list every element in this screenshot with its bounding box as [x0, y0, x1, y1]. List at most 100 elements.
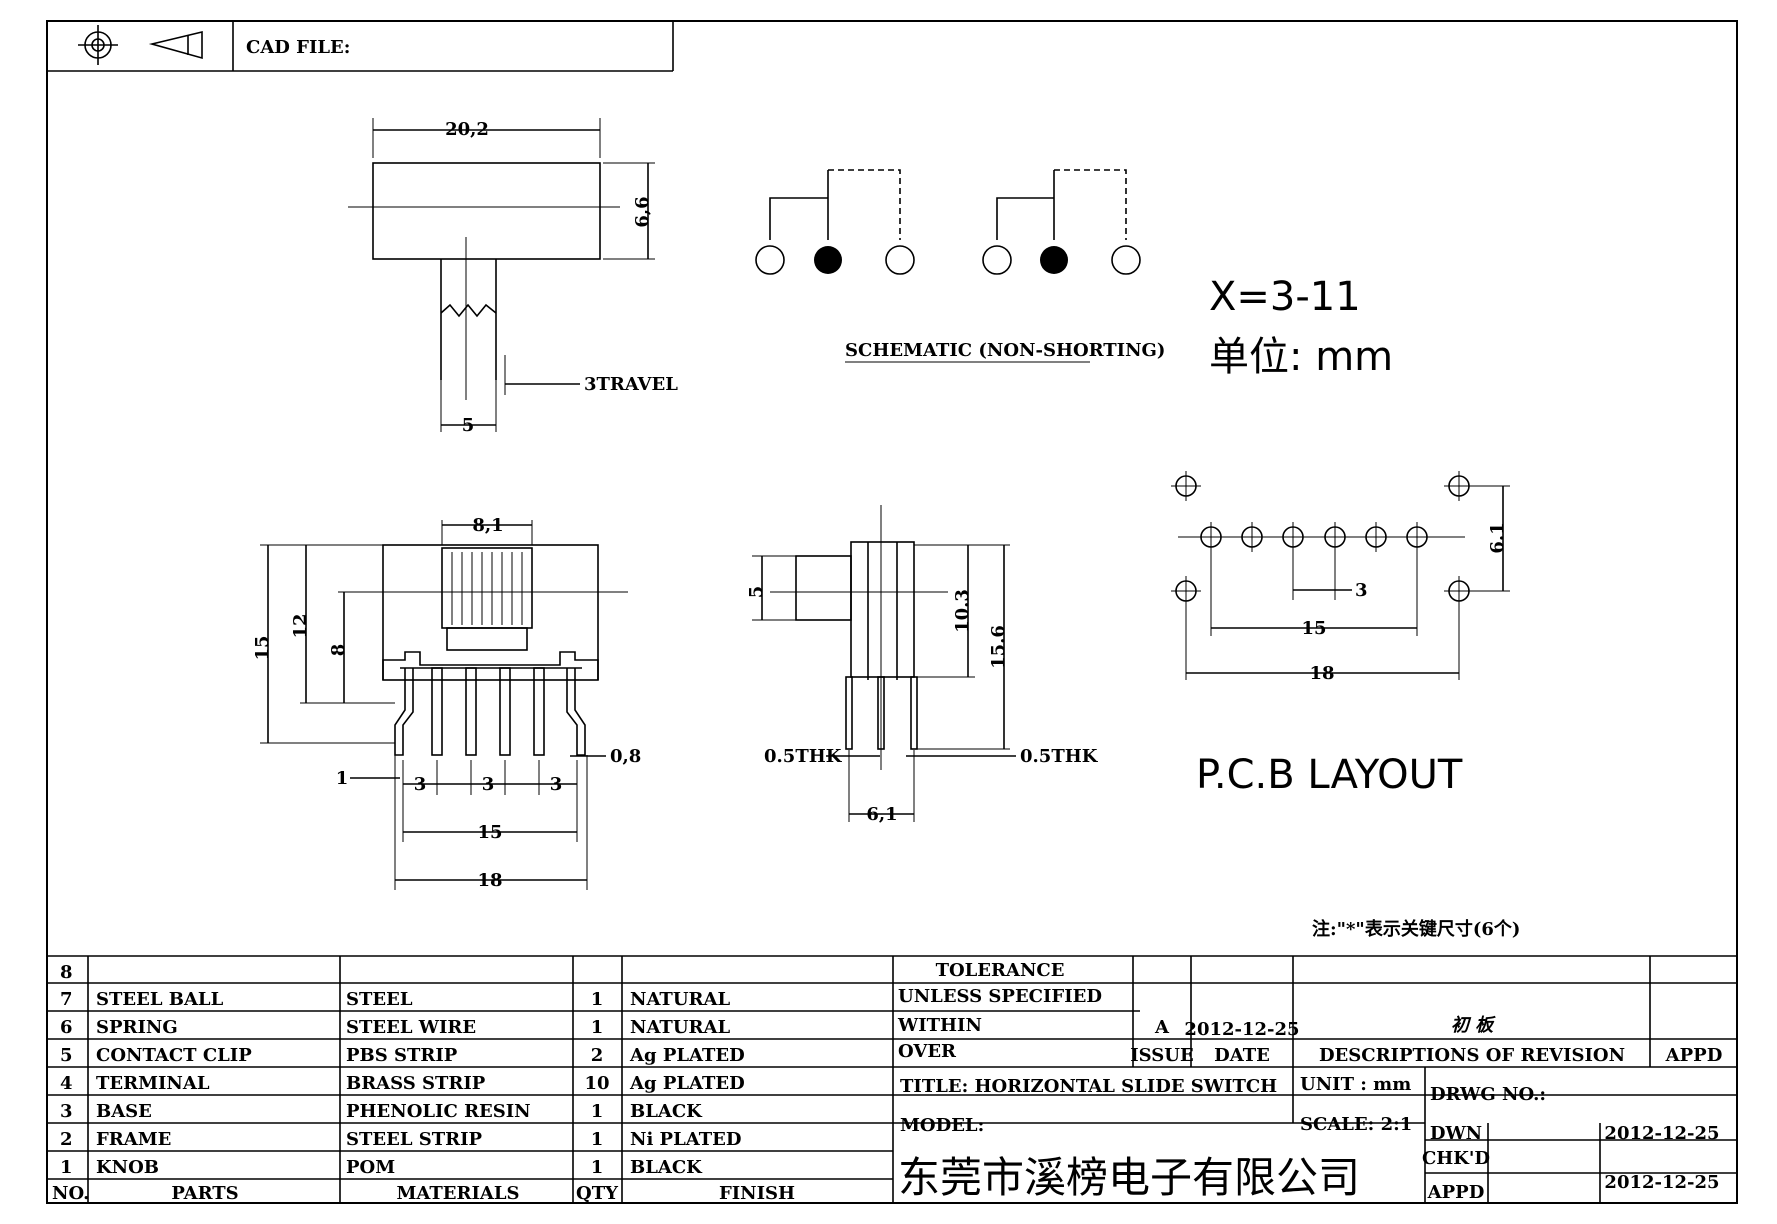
dwn-date: 2012-12-25 — [1604, 1123, 1719, 1144]
dim-top-stem: 5 — [462, 415, 475, 436]
x-range-note: X=3-11 — [1209, 274, 1361, 320]
title-block: TOLERANCE UNLESS SPECIFIED WITHIN OVER A… — [897, 960, 1722, 1203]
bom-part: STEEL BALL — [96, 989, 224, 1010]
bom-no: 2 — [60, 1129, 73, 1150]
bom-qty: 1 — [591, 989, 604, 1010]
unless-specified-label: UNLESS SPECIFIED — [898, 986, 1102, 1007]
bom-material: STEEL STRIP — [346, 1129, 483, 1150]
bom-part: KNOB — [96, 1157, 159, 1178]
within-label: WITHIN — [897, 1015, 982, 1036]
schematic-label: SCHEMATIC (NON-SHORTING) — [845, 340, 1165, 361]
revision-date: 2012-12-25 — [1184, 1019, 1299, 1040]
projection-target-icon — [78, 25, 118, 65]
dim-front-h15: 15 — [252, 635, 273, 660]
key-dimension-note: 注:"*"表示关键尺寸(6个) — [1312, 918, 1520, 940]
bom-no: 4 — [60, 1073, 73, 1094]
bom-row: 2 FRAME STEEL STRIP 1 Ni PLATED — [60, 1129, 741, 1150]
pcb-hole — [1365, 522, 1387, 552]
issue-label: ISSUE — [1130, 1045, 1193, 1066]
revision-description: 初 板 — [1451, 1015, 1496, 1036]
over-label: OVER — [898, 1041, 957, 1062]
bom-no: 6 — [60, 1017, 73, 1038]
dwn-label: DWN — [1430, 1123, 1482, 1144]
dim-knob-width: 8,1 — [472, 515, 503, 536]
thk-left: 0.5THK — [764, 746, 843, 767]
pcb-layout-title: P.C.B LAYOUT — [1196, 752, 1463, 798]
bom-header-parts: PARTS — [171, 1183, 238, 1204]
bom-qty: 1 — [591, 1157, 604, 1178]
bom-part: BASE — [96, 1101, 152, 1122]
drawing-title: TITLE: HORIZONTAL SLIDE SWITCH — [900, 1076, 1277, 1097]
bom-rows: 8 7 STEEL BALL STEEL 1 NATURAL 6 SPRING … — [52, 962, 795, 1204]
dim-side-h156: 15.6 — [988, 625, 1009, 669]
pcb-mount-hole — [1444, 471, 1510, 501]
bom-material: PBS STRIP — [346, 1045, 458, 1066]
bom-finish: NATURAL — [630, 989, 730, 1010]
unit-note: 单位: mm — [1209, 334, 1393, 380]
bom-finish: BLACK — [630, 1101, 703, 1122]
dim-side-h103: 10.3 — [952, 589, 973, 633]
model-label: MODEL: — [900, 1115, 984, 1136]
pcb-mount-hole — [1171, 576, 1201, 680]
dim-pin-width: 0,8 — [610, 746, 641, 767]
dim-side-h5: 5 — [746, 586, 767, 599]
pcb-layout: 6.1 3 15 18 P.C.B LAYOUT — [1171, 471, 1510, 798]
appd-label: APPD — [1665, 1045, 1723, 1066]
bom-finish: Ag PLATED — [629, 1045, 745, 1066]
bom-qty: 10 — [584, 1073, 609, 1094]
bom-row: 3 BASE PHENOLIC RESIN 1 BLACK — [60, 1101, 703, 1122]
bom-no: 3 — [60, 1101, 73, 1122]
bom-grid — [46, 955, 1738, 1204]
dim-pitch-a: 3 — [414, 774, 427, 795]
bom-row: 5 CONTACT CLIP PBS STRIP 2 Ag PLATED — [60, 1045, 745, 1066]
appd-signature-label: APPD — [1427, 1182, 1485, 1203]
bom-qty: 1 — [591, 1129, 604, 1150]
scale-label: SCALE: 2:1 — [1300, 1114, 1412, 1135]
pcb-hole — [1324, 522, 1346, 552]
revision-letter: A — [1154, 1017, 1170, 1038]
descriptions-of-revision-label: DESCRIPTIONS OF REVISION — [1319, 1045, 1625, 1066]
schematic: SCHEMATIC (NON-SHORTING) — [755, 169, 1165, 363]
pcb-dim-pitch: 3 — [1355, 580, 1368, 601]
header-box: CAD FILE: — [46, 20, 674, 72]
pcb-dim-h61: 6.1 — [1487, 522, 1508, 553]
side-view: 5 10.3 15.6 0.5THK 0.5THK 6,1 — [746, 505, 1099, 825]
bom-row: 1 KNOB POM 1 BLACK — [60, 1157, 703, 1178]
chkd-label: CHK'D — [1422, 1148, 1490, 1169]
pcb-dim-w18: 18 — [1309, 663, 1334, 684]
unit-label: UNIT : mm — [1300, 1074, 1411, 1095]
bom-part: CONTACT CLIP — [96, 1045, 252, 1066]
bom-no: 8 — [60, 962, 73, 983]
bom-material: STEEL — [346, 989, 413, 1010]
bom-header-materials: MATERIALS — [396, 1183, 519, 1204]
bom-row: 4 TERMINAL BRASS STRIP 10 Ag PLATED — [60, 1073, 745, 1094]
bom-material: STEEL WIRE — [346, 1017, 476, 1038]
pcb-hole — [1241, 522, 1263, 552]
tolerance-label: TOLERANCE — [936, 960, 1065, 981]
projection-cone-icon — [148, 30, 203, 60]
dim-top-width: 20,2 — [445, 119, 489, 140]
dim-side-w61: 6,1 — [866, 804, 897, 825]
bom-row: 6 SPRING STEEL WIRE 1 NATURAL — [60, 1017, 730, 1038]
drawing-number-label: DRWG NO.: — [1430, 1084, 1546, 1105]
bom-material: PHENOLIC RESIN — [346, 1101, 531, 1122]
dim-front-h12: 12 — [290, 613, 311, 638]
bom-finish: Ni PLATED — [630, 1129, 741, 1150]
pcb-dim-w15: 15 — [1301, 618, 1326, 639]
date-label: DATE — [1214, 1045, 1270, 1066]
bom-header-qty: QTY — [576, 1183, 619, 1204]
bom-qty: 1 — [591, 1101, 604, 1122]
bom-finish: Ag PLATED — [629, 1073, 745, 1094]
front-view: 8,1 15 12 8 18 15 3 3 3 1 0,8 — [252, 515, 641, 891]
bom-row: 7 STEEL BALL STEEL 1 NATURAL — [60, 989, 730, 1010]
company-name: 东莞市溪榜电子有限公司 — [898, 1153, 1360, 1202]
bom-row: 8 — [60, 962, 73, 983]
bom-part: TERMINAL — [96, 1073, 210, 1094]
pcb-hole — [1200, 522, 1222, 552]
bom-part: SPRING — [96, 1017, 178, 1038]
dim-front-h8: 8 — [328, 644, 349, 657]
bom-no: 7 — [60, 989, 73, 1010]
bom-qty: 2 — [591, 1045, 604, 1066]
check-date: 2012-12-25 — [1604, 1172, 1719, 1193]
